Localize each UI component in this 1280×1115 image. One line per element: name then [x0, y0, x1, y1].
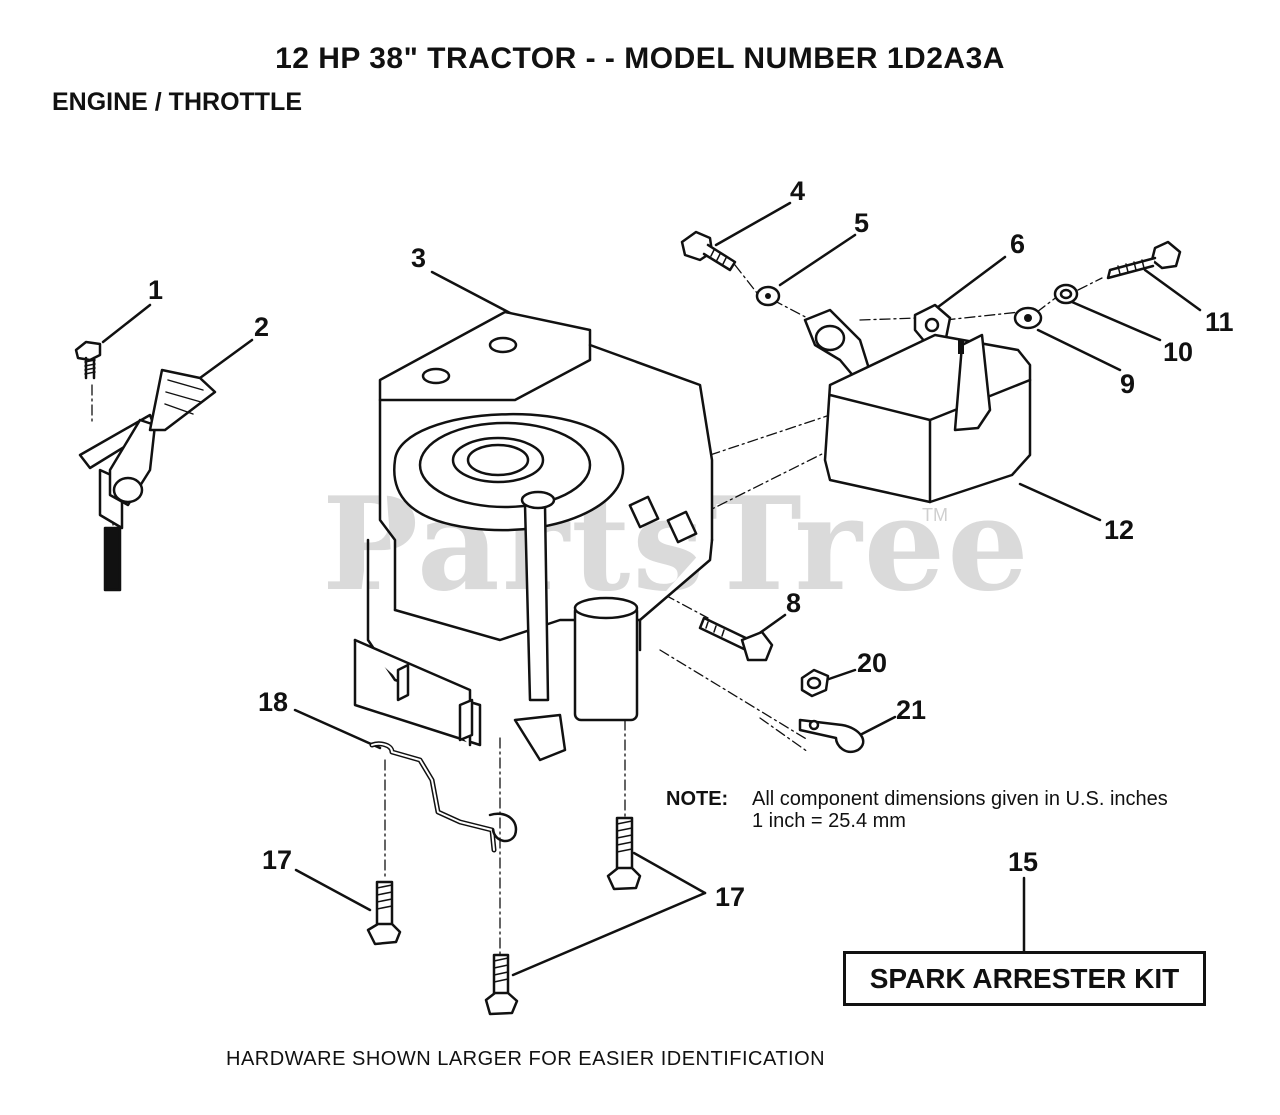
note-line-1: All component dimensions given in U.S. i…	[752, 788, 1168, 810]
callout-21: 21	[896, 695, 927, 725]
section-title: ENGINE / THROTTLE	[52, 88, 302, 116]
part-1-bolt	[74, 340, 102, 380]
callout-2: 2	[254, 312, 270, 342]
part-4-bolt	[680, 230, 737, 272]
footer-note: HARDWARE SHOWN LARGER FOR EASIER IDENTIF…	[226, 1048, 826, 1070]
callout-8: 8	[786, 588, 802, 618]
callout-3: 3	[411, 243, 427, 273]
part-8-bolt	[698, 616, 774, 662]
callout-1: 1	[148, 275, 164, 305]
note-label: NOTE:	[666, 788, 729, 810]
callout-15: 15	[1008, 847, 1039, 877]
part-17-bolts	[366, 816, 642, 1016]
part-11-bolt	[1106, 240, 1182, 280]
callout-11: 11	[1205, 307, 1234, 337]
dimension-note: NOTE: All component dimensions given in U…	[666, 788, 1168, 832]
leader-lines	[101, 201, 1202, 977]
part-20-nut	[800, 668, 830, 698]
callout-5: 5	[854, 208, 870, 238]
callout-18: 18	[258, 687, 289, 717]
callout-17-right: 17	[715, 882, 746, 912]
callout-4: 4	[790, 176, 806, 206]
part-21-clamp	[798, 718, 865, 754]
part-3-engine	[353, 310, 714, 762]
watermark-trademark: TM	[922, 505, 948, 525]
callout-6: 6	[1010, 229, 1026, 259]
part-2-throttle-control	[78, 368, 217, 592]
part-18-link-rod	[369, 741, 518, 853]
callout-12: 12	[1104, 515, 1135, 545]
callout-9: 9	[1120, 369, 1136, 399]
callout-20: 20	[857, 648, 888, 678]
part-12-muffler	[823, 333, 1032, 504]
note-line-2: 1 inch = 25.4 mm	[752, 810, 906, 832]
callout-17-left: 17	[262, 845, 293, 875]
callout-10: 10	[1163, 337, 1194, 367]
spark-arrester-kit-box: SPARK ARRESTER KIT	[843, 951, 1206, 1006]
alignment-lines	[91, 264, 1103, 961]
page-title: 12 HP 38" TRACTOR - - MODEL NUMBER 1D2A3…	[275, 42, 1005, 75]
